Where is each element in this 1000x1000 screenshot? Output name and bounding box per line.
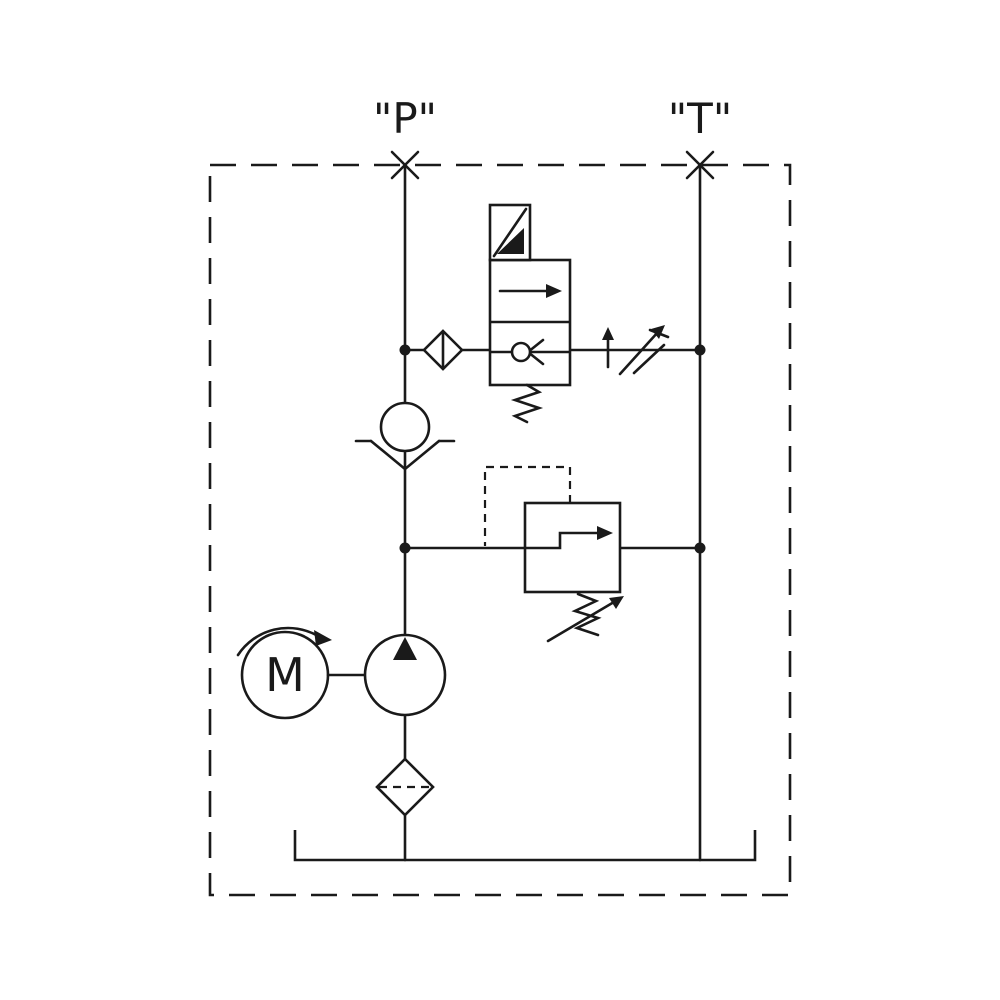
motor-label: M bbox=[265, 648, 305, 702]
pump-icon bbox=[363, 633, 447, 717]
junction-dot bbox=[399, 542, 411, 554]
enclosure-boundary bbox=[208, 163, 792, 897]
tank-port-label: "T" bbox=[668, 94, 732, 143]
throttle-valve-icon bbox=[602, 325, 670, 376]
inline-check-valve-icon bbox=[422, 329, 464, 371]
relief-valve-icon bbox=[483, 465, 624, 643]
reservoir-tank-icon bbox=[293, 830, 757, 862]
suction-strainer-icon bbox=[375, 757, 435, 817]
rotation-arrow-icon bbox=[236, 626, 320, 657]
solenoid-valve-icon bbox=[488, 203, 572, 424]
junction-dot bbox=[694, 344, 706, 356]
electric-motor-icon: M bbox=[236, 626, 367, 720]
junction-dot bbox=[399, 344, 411, 356]
pressure-port-label: "P" bbox=[373, 94, 437, 143]
junction-dot bbox=[694, 542, 706, 554]
check-valve-icon bbox=[354, 401, 456, 471]
